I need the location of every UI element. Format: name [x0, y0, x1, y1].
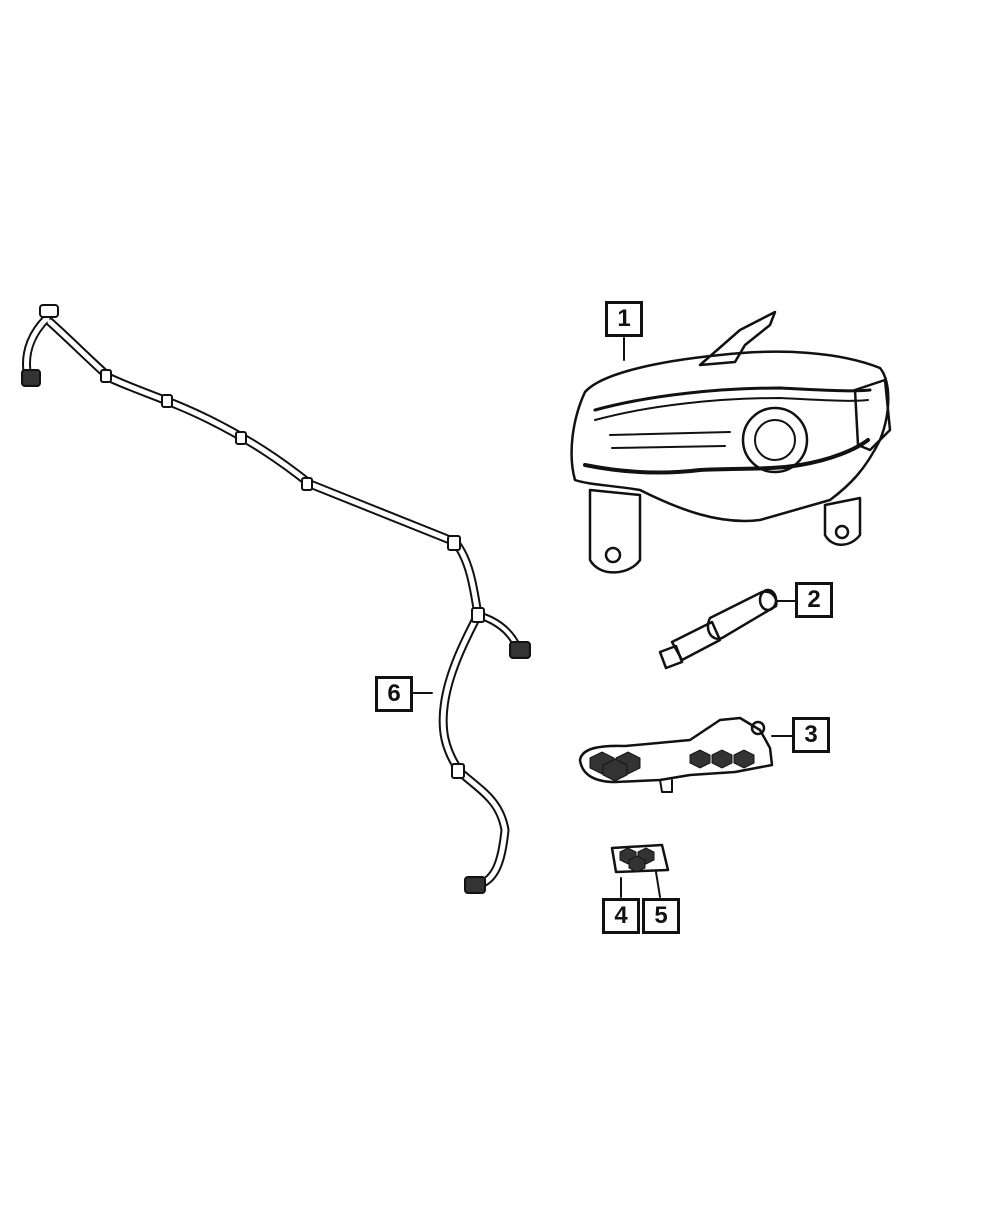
callout-6[interactable]: 6 [375, 676, 413, 712]
callout-4[interactable]: 4 [602, 898, 640, 934]
callout-2[interactable]: 2 [795, 582, 833, 618]
callout-5[interactable]: 5 [642, 898, 680, 934]
callout-1[interactable]: 1 [605, 301, 643, 337]
leader-lines [411, 337, 797, 898]
washer-hose-assembly [21, 304, 531, 894]
bracket-clip [610, 843, 670, 874]
washer-nozzle [658, 588, 778, 670]
mounting-bracket [578, 716, 774, 793]
headlamp-assembly [570, 310, 892, 574]
callout-3[interactable]: 3 [792, 717, 830, 753]
